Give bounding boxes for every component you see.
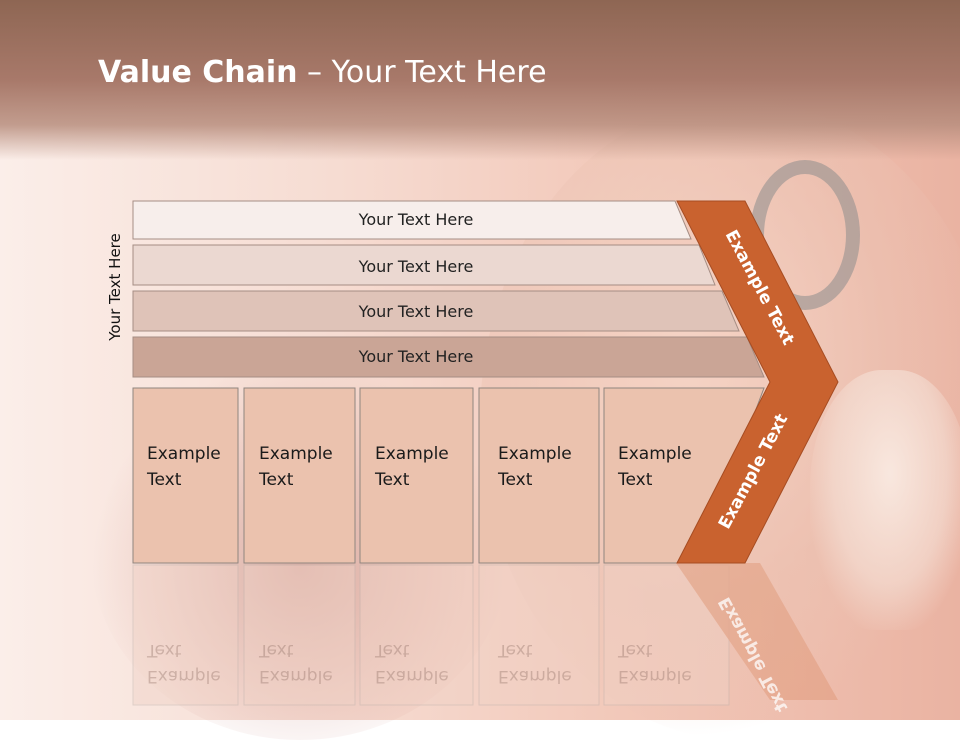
chevron-arrow — [676, 200, 839, 564]
bar-2 — [132, 244, 716, 286]
cell-reflection-4 — [478, 564, 600, 706]
cell-2-line-1: Example — [259, 444, 333, 464]
cell-5-line-1: Example — [618, 444, 692, 464]
bar-2-label: Your Text Here — [358, 257, 474, 276]
cell-2-reflection-line-1: Example — [259, 666, 333, 686]
cell-1-line-1: Example — [147, 444, 221, 464]
background-photo-hand — [810, 370, 960, 630]
reflection-group — [132, 563, 838, 706]
slide-title-rest: – Your Text Here — [297, 55, 547, 90]
cell-3-line-1: Example — [375, 444, 449, 464]
bar-3-label: Your Text Here — [358, 302, 474, 321]
cell-1-reflection-line-2: Text — [146, 640, 182, 660]
cell-4-reflection-line-2: Text — [497, 640, 533, 660]
cell-3-line-2: Text — [374, 470, 410, 490]
header-band — [0, 0, 960, 160]
slide-title: Value Chain – Your Text Here — [98, 55, 547, 90]
cell-3-reflection-line-1: Example — [375, 666, 449, 686]
cell-2 — [243, 387, 356, 564]
cell-3 — [359, 387, 474, 564]
cell-4 — [478, 387, 600, 564]
bar-4-label: Your Text Here — [358, 347, 474, 366]
cell-5-reflection-line-1: Example — [618, 666, 692, 686]
bar-4 — [132, 336, 765, 378]
bar-1-label: Your Text Here — [358, 210, 474, 229]
cell-1-reflection-line-1: Example — [147, 666, 221, 686]
arrow-reflection — [676, 563, 838, 700]
value-chain-diagram: Your Text Here Your Text Here Your Text … — [132, 200, 839, 706]
cell-reflection-3 — [359, 564, 474, 706]
cell-2-line-2: Text — [258, 470, 294, 490]
cell-5-reflection-line-2: Text — [617, 640, 653, 660]
bar-3 — [132, 290, 740, 332]
bar-1 — [132, 200, 692, 240]
slide-title-bold: Value Chain — [98, 55, 298, 90]
cell-4-reflection-line-1: Example — [498, 666, 572, 686]
cell-1 — [132, 387, 239, 564]
cell-4-line-1: Example — [498, 444, 572, 464]
cell-reflection-1 — [132, 564, 239, 706]
cell-reflection-2 — [243, 564, 356, 706]
cell-reflection-5 — [603, 564, 730, 706]
cell-2-reflection-line-2: Text — [258, 640, 294, 660]
cell-1-line-2: Text — [146, 470, 182, 490]
cell-4-line-2: Text — [497, 470, 533, 490]
cell-3-reflection-line-2: Text — [374, 640, 410, 660]
cell-5-line-2: Text — [617, 470, 653, 490]
